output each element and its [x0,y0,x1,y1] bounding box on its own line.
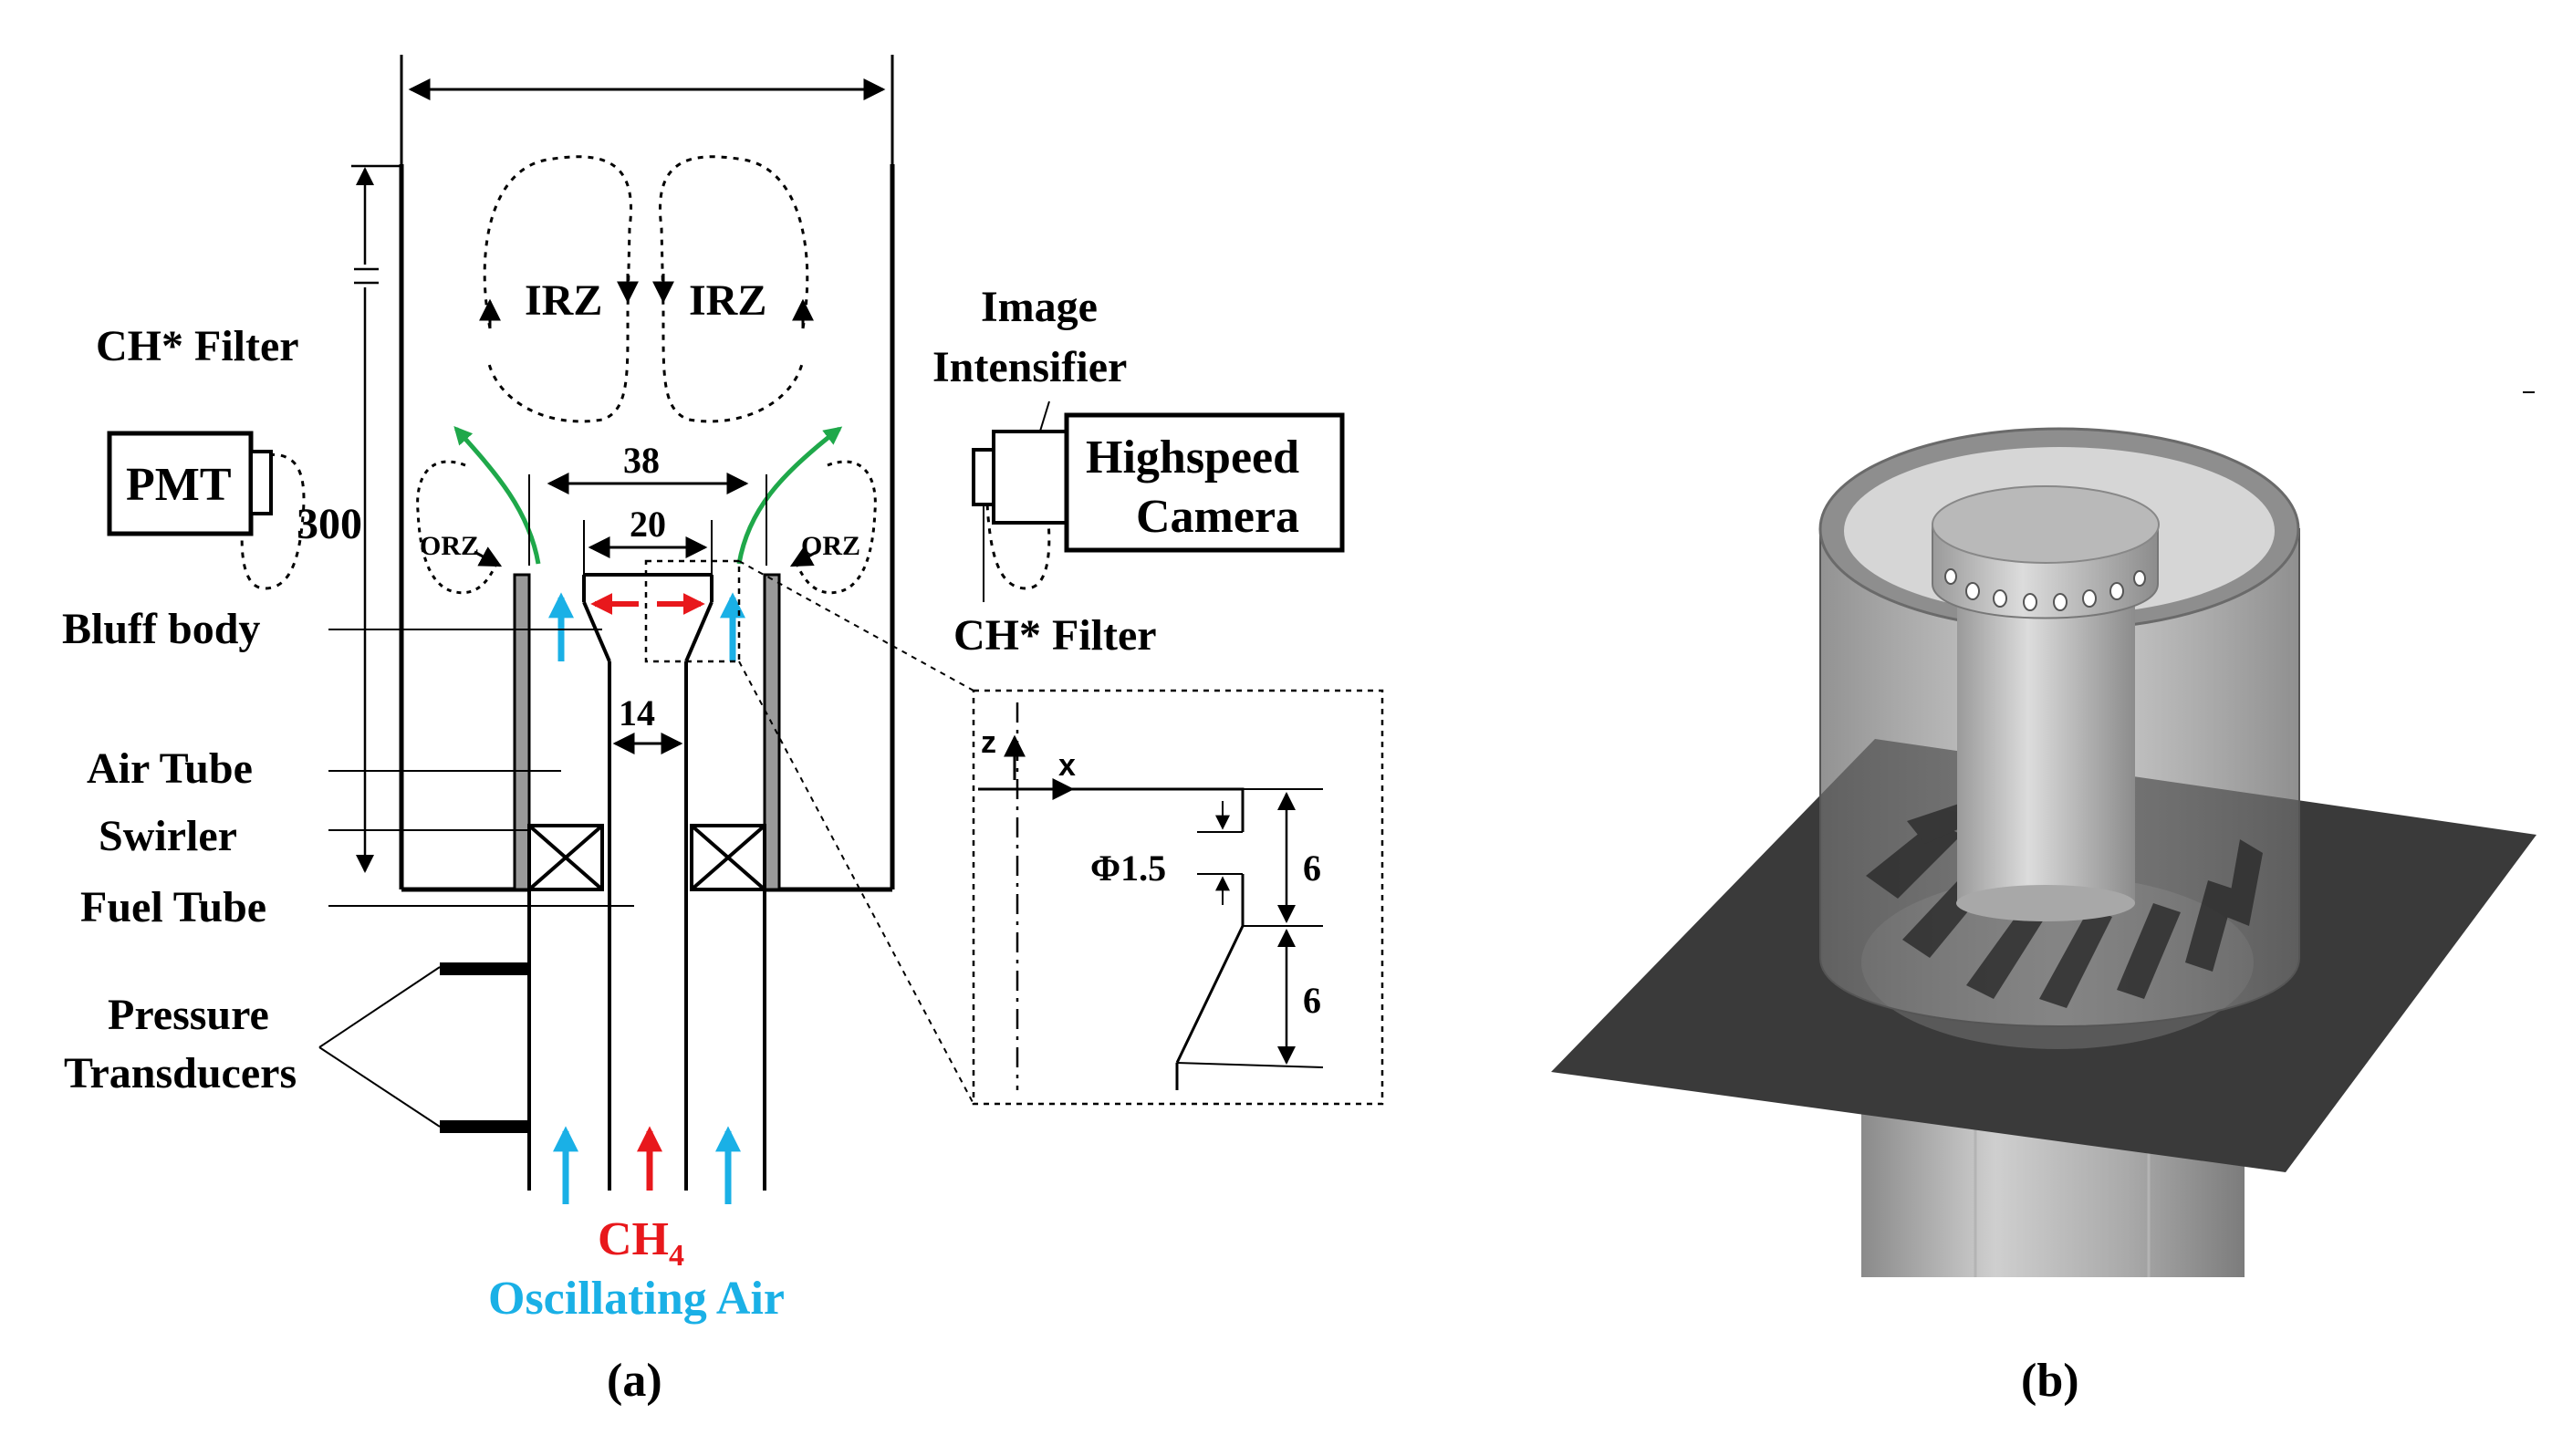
axis-z-label: z [981,725,996,760]
phi-label: Φ1.5 [1090,848,1166,889]
irz-right-label: IRZ [689,276,766,325]
label-leaders [318,629,634,1128]
swirl-arrow-left [453,426,541,565]
swirl-arrow-right [736,426,843,565]
camera-filter [972,448,995,506]
dim-38-label: 38 [623,440,660,481]
dim-14-label: 14 [619,692,655,733]
swirler-right [690,824,766,891]
central-post [1957,584,2135,903]
air-tube [513,573,781,1191]
image-intensifier-label-2: Intensifier [932,343,1127,391]
orz-left-label: ORZ [420,531,479,561]
image-intensifier-label-1: Image [981,283,1098,331]
fuel-tube [608,661,688,1191]
irz-vortices [240,155,1051,590]
axis-x-label: x [1058,748,1076,783]
ch4-label: CH4 [598,1213,684,1273]
height-dimension [351,164,401,873]
fuel-injection-holes [1944,568,2146,611]
bluff-body [582,573,714,662]
dim-6-bottom-label: 6 [1303,980,1321,1021]
caption-b: (b) [2021,1355,2079,1407]
zoom-region-box [644,559,741,663]
image-intensifier-box [992,430,1068,525]
pressure-transducer-upper [440,962,529,975]
orz-right-label: ORZ [801,531,860,561]
pressure-label: Pressure [108,991,269,1039]
panel-b: (b) [1551,391,2536,1407]
dim-6-top-label: 6 [1303,848,1321,889]
height-300-label: 300 [297,500,362,548]
pmt-label: PMT [126,459,232,511]
combustor-chamber [399,55,895,892]
transducers-label: Transducers [64,1049,297,1097]
swirler-left [527,824,604,891]
pmt-filter [249,450,273,515]
highspeed-label-2: Camera [1136,491,1299,543]
fuel-tube-label: Fuel Tube [80,883,266,931]
irz-left-label: IRZ [525,276,602,325]
detail-inset: z x Φ1.5 6 6 [972,689,1384,1106]
highspeed-camera-box [1064,412,1345,553]
dim-20-label: 20 [630,504,666,545]
swirler-label: Swirler [99,812,237,860]
highspeed-label-1: Highspeed [1086,432,1299,484]
ch-filter-left-label: CH* Filter [96,322,299,370]
panel-a: 300 IRZ IRZ ORZ ORZ [62,55,1384,1407]
pressure-transducer-lower [440,1120,529,1133]
ch-filter-right-label: CH* Filter [953,611,1157,660]
air-tube-label: Air Tube [87,744,253,793]
bluff-body-label: Bluff body [62,605,260,653]
oscillating-air-label: Oscillating Air [488,1273,785,1325]
caption-a: (a) [607,1355,662,1407]
